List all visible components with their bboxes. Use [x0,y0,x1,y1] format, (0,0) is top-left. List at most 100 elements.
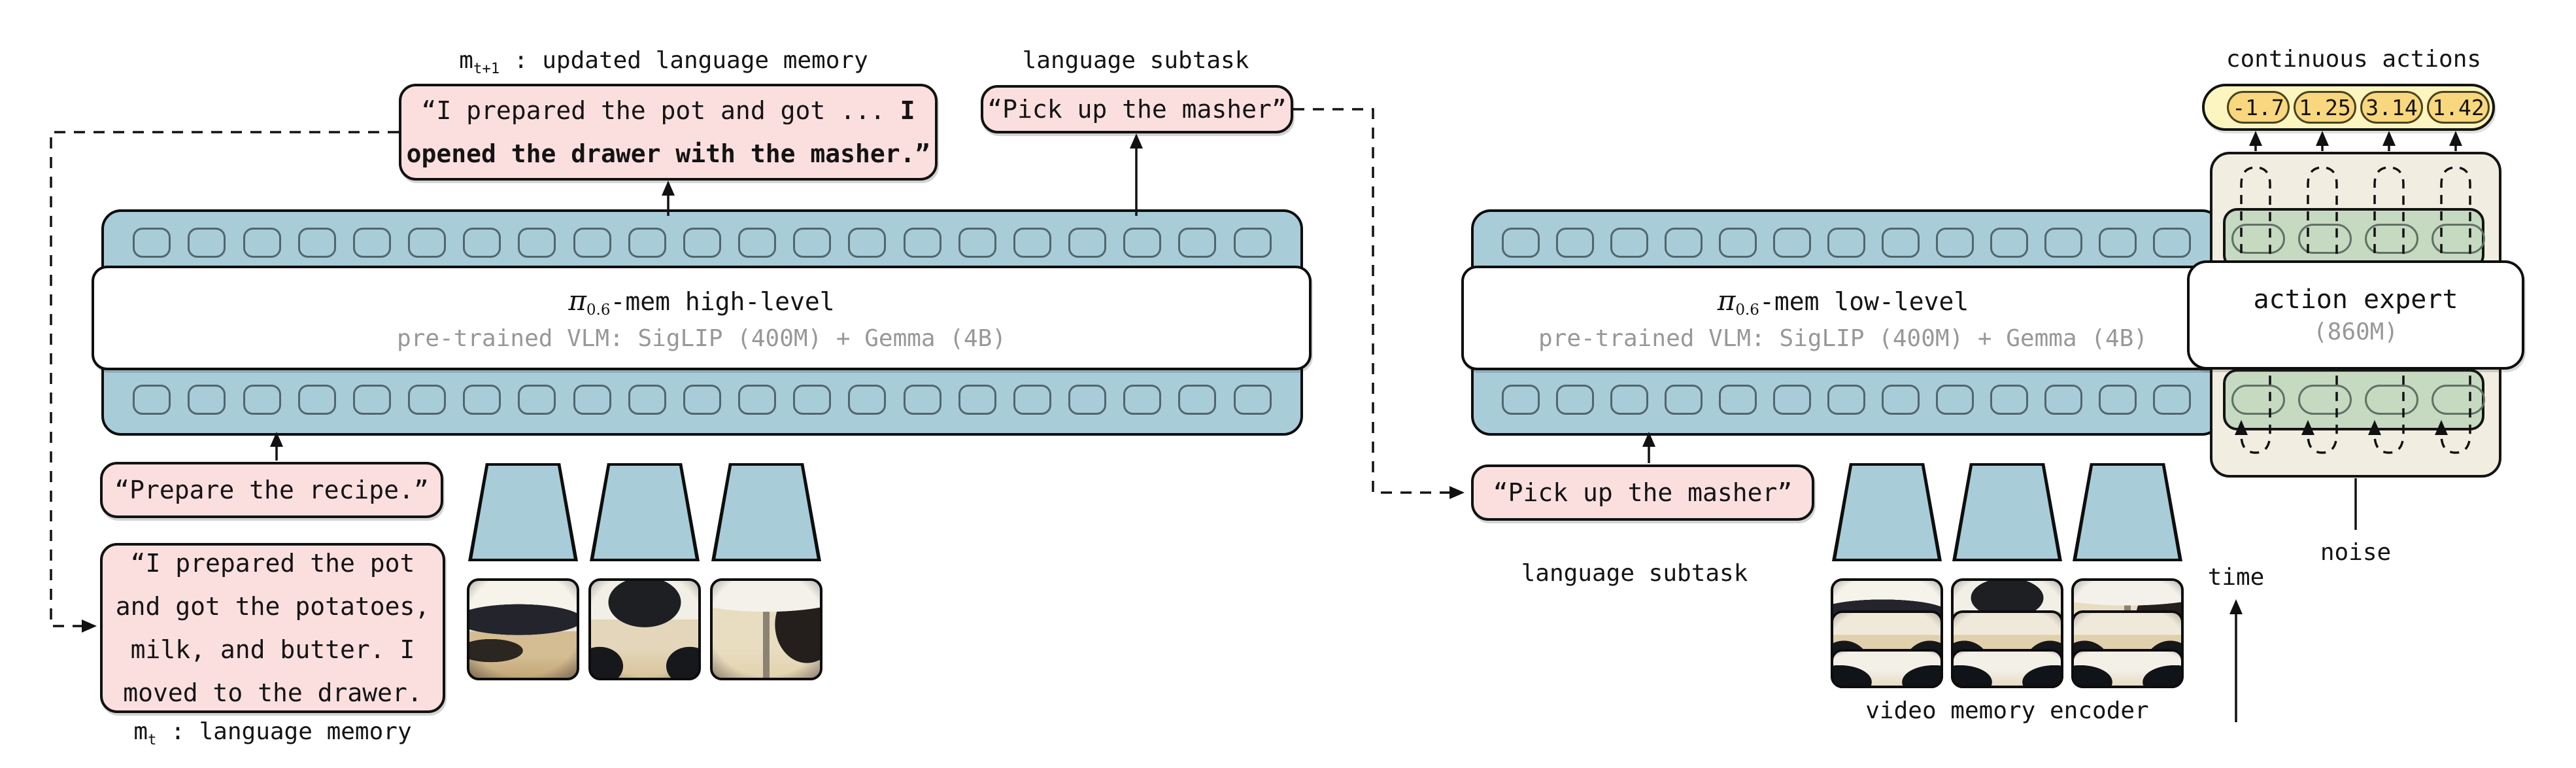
token-slot [1068,228,1107,258]
subtask-output-text: “Pick up the masher” [987,95,1287,124]
token-slot [1123,385,1162,415]
action-expert-params: (860M) [2313,319,2399,345]
token-slot [133,228,171,258]
low-level-title-text: -mem low-level [1759,287,1969,316]
token-slot [2044,385,2082,415]
token-slot [1502,385,1540,415]
video-frame [1831,649,1943,688]
token-slot [2153,228,2191,258]
token-slot [848,228,887,258]
video-encoder-trapezoid [1832,463,1942,561]
video-memory-encoder-label: video memory encoder [1865,697,2149,724]
continuous-actions-label: continuous actions [2226,46,2482,73]
token-slot [793,228,832,258]
token-slot [1502,228,1540,258]
action-expert-output-tokens [2223,369,2485,430]
language-memory-label: mt : language memory [133,718,412,749]
token-slot [1936,385,1974,415]
high-level-title-text: -mem high-level [610,287,835,316]
token-slot [1719,385,1757,415]
task-prompt-text: “Prepare the recipe.” [114,476,429,504]
high-level-subtitle: pre-trained VLM: SigLIP (400M) + Gemma (… [397,324,1006,352]
token-slot [1882,385,1920,415]
token-slot [683,385,721,415]
token-slot [683,228,721,258]
token-slot [1665,385,1703,415]
pi-subscript: 0.6 [1735,301,1759,319]
action-value-pill: -1.7 [2227,91,2290,124]
updated-memory-line1: “I prepared the pot and got ... I [421,96,915,125]
high-level-output-token-row [116,385,1289,415]
token-slot [1233,228,1272,258]
token-slot [958,385,996,415]
camera-image-kitchen-front [588,578,701,680]
token-slot [1827,228,1865,258]
language-subtask-label-bottom: language subtask [1521,560,1748,587]
action-expert-label-box: action expert (860M) [2187,260,2524,370]
token-slot [848,385,887,415]
action-token-slot [2365,224,2418,254]
token-slot [903,228,941,258]
image-encoder-trapezoid [590,463,700,561]
action-token-slot [2231,224,2285,254]
video-frame [2071,649,2184,688]
token-slot [2044,228,2082,258]
token-slot [408,385,447,415]
action-expert-title: action expert [2253,285,2458,315]
token-slot [463,228,501,258]
token-slot [1013,385,1051,415]
memory-line: and got the potatoes, [115,592,430,621]
token-slot [352,228,391,258]
action-token-slot [2432,385,2485,415]
action-token-slot [2365,385,2418,415]
token-slot [188,385,226,415]
time-label: time [2207,564,2265,591]
memory-line: “I prepared the pot [130,549,415,578]
token-slot [2153,385,2191,415]
action-token-slot [2231,385,2285,415]
camera-image-kitchen-overview [467,578,579,680]
token-slot [352,385,391,415]
action-value-pill: 1.25 [2294,91,2356,124]
video-encoder-trapezoid [2073,463,2182,561]
token-slot [1990,228,2028,258]
continuous-actions-strip: -1.7 1.25 3.14 1.42 [2202,84,2495,131]
token-slot [958,228,996,258]
updated-memory-label: mt+1 : updated language memory [459,47,868,78]
token-slot [1610,228,1648,258]
token-slot [738,385,777,415]
subtask-output-box: “Pick up the masher” [981,85,1293,133]
token-slot [903,385,941,415]
token-slot [1665,228,1703,258]
token-slot [518,228,556,258]
token-slot [297,385,336,415]
high-level-input-token-row [116,228,1289,258]
token-slot [1990,385,2028,415]
token-slot [573,385,611,415]
noise-label: noise [2320,539,2392,566]
low-level-title: π0.6-mem low-level [1718,285,1969,319]
token-slot [2099,385,2137,415]
token-slot [1068,385,1107,415]
subtask-input-text: “Pick up the masher” [1493,478,1793,507]
token-slot [1773,385,1811,415]
token-slot [1556,385,1594,415]
camera-image-wrist-view [710,578,822,680]
token-slot [1719,228,1757,258]
token-slot [573,228,611,258]
action-value-pill: 1.42 [2427,91,2490,124]
token-slot [1773,228,1811,258]
token-slot [243,228,281,258]
token-slot [1556,228,1594,258]
image-encoder-trapezoid [711,463,821,561]
token-slot [518,385,556,415]
memory-line: moved to the drawer. [123,678,422,707]
token-slot [1882,228,1920,258]
low-level-output-token-row [1485,385,2207,415]
action-token-slot [2298,224,2352,254]
video-frame [1951,649,2063,688]
token-slot [463,385,501,415]
video-encoder-trapezoid [1952,463,2062,561]
image-encoder-trapezoid [468,463,578,561]
